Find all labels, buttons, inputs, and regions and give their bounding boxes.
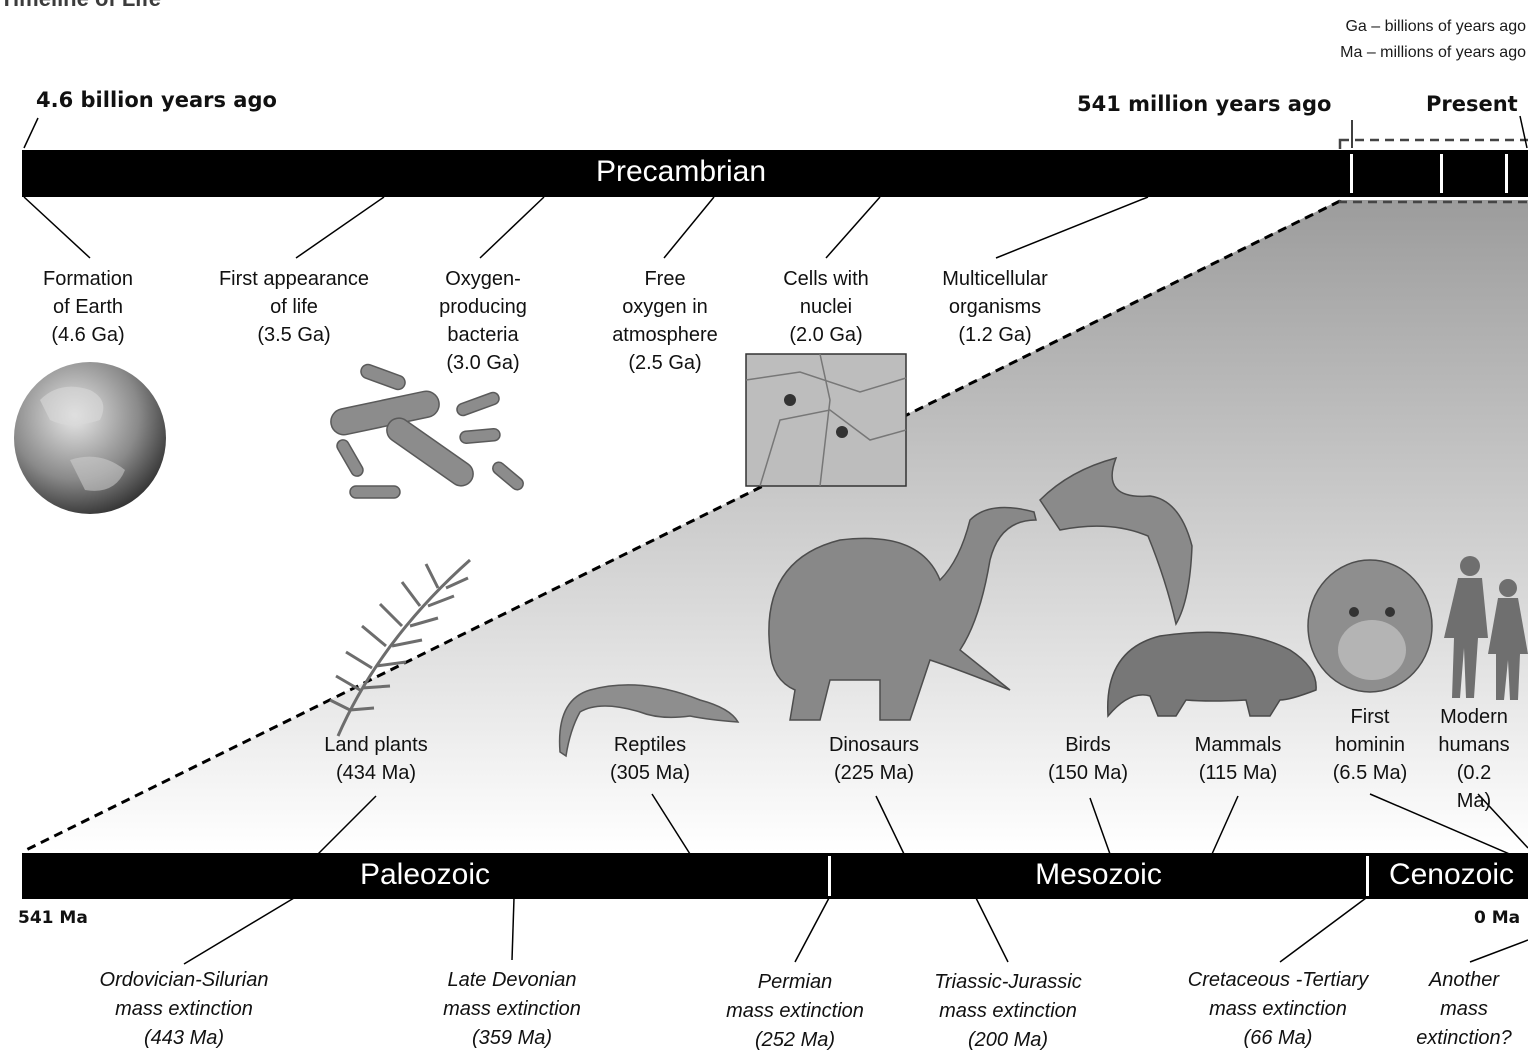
end-tick-label: 0 Ma xyxy=(1474,908,1520,928)
mini-bar-divider xyxy=(1440,154,1443,193)
era-label-cenozoic: Cenozoic xyxy=(1369,858,1528,892)
era-label-mesozoic: Mesozoic xyxy=(831,858,1366,892)
event-land-plants: Land plants (434 Ma) xyxy=(324,731,427,787)
event-free-oxygen: Free oxygen in atmosphere (2.5 Ga) xyxy=(612,265,718,377)
phanerozoic-bar: Paleozoic Mesozoic Cenozoic xyxy=(22,853,1528,899)
mini-bar-divider xyxy=(1350,154,1353,193)
event-modern-humans: Modern humans (0.2 Ma) xyxy=(1438,703,1509,815)
start-time-label: 4.6 billion years ago xyxy=(36,88,277,112)
cells-micrograph-illustration xyxy=(746,354,906,486)
legend-ma: Ma – millions of years ago xyxy=(1340,44,1526,62)
event-first-life: First appearance of life (3.5 Ga) xyxy=(219,265,369,349)
earth-illustration xyxy=(14,362,166,514)
event-reptiles: Reptiles (305 Ma) xyxy=(610,731,690,787)
event-mammals: Mammals (115 Ma) xyxy=(1195,731,1282,787)
event-dinosaurs: Dinosaurs (225 Ma) xyxy=(829,731,919,787)
event-multicellular: Multicellular organisms (1.2 Ga) xyxy=(942,265,1048,349)
phanerozoic-mini-bar xyxy=(1340,150,1528,197)
start-tick-label: 541 Ma xyxy=(18,908,88,928)
era-label-paleozoic: Paleozoic xyxy=(22,858,828,892)
extinction-connectors xyxy=(184,898,1528,964)
cambrian-start-label: 541 million years ago xyxy=(1077,92,1331,116)
extinction-cretaceous-tertiary: Cretaceous -Tertiary mass extinction (66… xyxy=(1188,966,1368,1053)
present-label: Present xyxy=(1426,92,1518,116)
extinction-ordovician-silurian: Ordovician-Silurian mass extinction (443… xyxy=(100,966,269,1053)
event-oxygen-bacteria: Oxygen- producing bacteria (3.0 Ga) xyxy=(439,265,527,377)
bacteria-illustration xyxy=(328,363,525,498)
era-label-precambrian: Precambrian xyxy=(22,155,1340,189)
chimpanzee-illustration xyxy=(1308,560,1432,692)
mini-bar-divider xyxy=(1505,154,1508,193)
extinction-triassic-jurassic: Triassic-Jurassic mass extinction (200 M… xyxy=(934,968,1081,1055)
event-first-hominin: First hominin (6.5 Ma) xyxy=(1333,703,1407,787)
extinction-another: Another mass extinction? xyxy=(1416,966,1512,1053)
event-formation-of-earth: Formation of Earth (4.6 Ga) xyxy=(43,265,133,349)
event-cells-with-nuclei: Cells with nuclei (2.0 Ga) xyxy=(783,265,869,349)
extinction-permian: Permian mass extinction (252 Ma) xyxy=(726,968,864,1055)
extinction-late-devonian: Late Devonian mass extinction (359 Ma) xyxy=(443,966,581,1053)
event-birds: Birds (150 Ma) xyxy=(1048,731,1128,787)
legend-ga: Ga – billions of years ago xyxy=(1345,18,1526,36)
precambrian-bar: Precambrian xyxy=(22,150,1340,197)
page-title: Timeline of Life xyxy=(0,0,161,12)
